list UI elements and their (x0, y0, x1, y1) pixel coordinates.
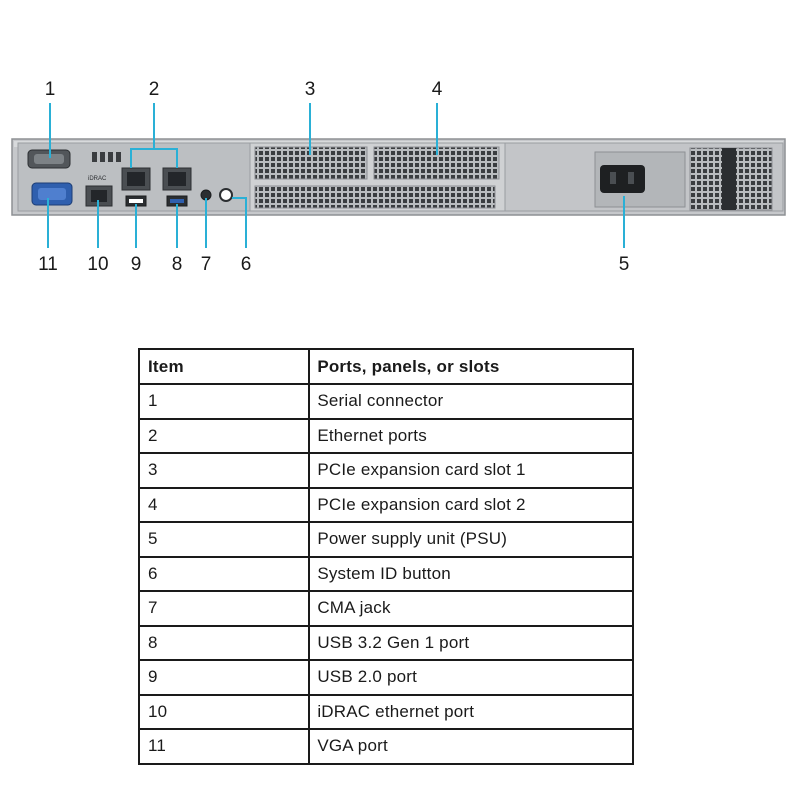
callout-6: 6 (241, 254, 252, 275)
system-id-button (219, 188, 233, 202)
item-number: 1 (137, 383, 311, 420)
item-number: 4 (137, 486, 311, 523)
table-header-row: Item Ports, panels, or slots (137, 348, 634, 385)
callout-lines (47, 103, 625, 248)
header-item: Item (137, 348, 311, 385)
callout-10: 10 (87, 254, 108, 275)
server-rear-panel-diagram: iDRAC (11, 79, 786, 275)
callout-8: 8 (172, 254, 183, 275)
item-number: 2 (137, 417, 311, 454)
ethernet-ports (121, 167, 192, 191)
item-description: Serial connector (308, 383, 634, 420)
item-description: System ID button (308, 555, 634, 592)
header-ports: Ports, panels, or slots (308, 348, 634, 385)
idrac-label: iDRAC (88, 176, 107, 182)
lower-vent-grille (254, 185, 496, 209)
item-description: USB 2.0 port (308, 659, 634, 696)
callout-5: 5 (619, 254, 630, 275)
item-number: 5 (137, 521, 311, 558)
callout-2: 2 (149, 79, 160, 100)
power-supply-unit (594, 147, 773, 211)
io-vent-slots (92, 152, 121, 162)
item-description: USB 3.2 Gen 1 port (308, 624, 634, 661)
callout-9: 9 (131, 254, 142, 275)
callout-1: 1 (45, 79, 56, 100)
pcie-slot-2 (373, 146, 500, 180)
item-description: iDRAC ethernet port (308, 693, 634, 730)
item-number: 9 (137, 659, 311, 696)
item-description: PCIe expansion card slot 1 (308, 452, 634, 489)
item-description: CMA jack (308, 590, 634, 627)
callout-3: 3 (305, 79, 316, 100)
item-number: 7 (137, 590, 311, 627)
item-number: 11 (137, 728, 311, 765)
callout-4: 4 (432, 79, 443, 100)
item-description: Power supply unit (PSU) (308, 521, 634, 558)
callout-11: 11 (38, 254, 58, 275)
item-number: 6 (137, 555, 311, 592)
item-description: PCIe expansion card slot 2 (308, 486, 634, 523)
item-number: 10 (137, 693, 311, 730)
item-description: VGA port (308, 728, 634, 765)
callout-7: 7 (201, 254, 212, 275)
vga-port (31, 182, 73, 206)
item-number: 3 (137, 452, 311, 489)
item-number: 8 (137, 624, 311, 661)
item-description: Ethernet ports (308, 417, 634, 454)
